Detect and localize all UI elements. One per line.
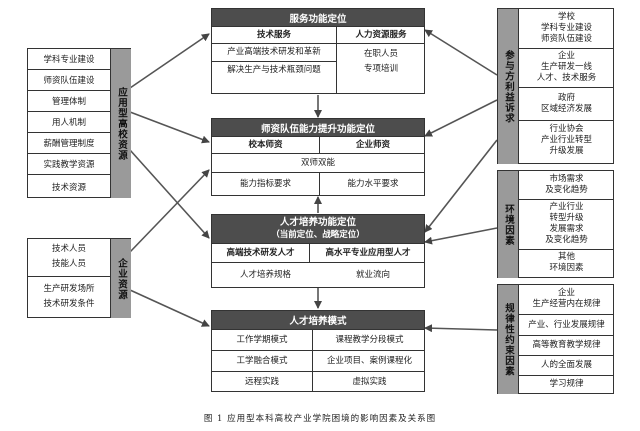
tech-service-title: 技术服务 — [256, 29, 291, 40]
enterprise-resource-item: 生产研发场所 — [43, 283, 95, 294]
talent-pos-title: 人才培养功能定位 — [279, 217, 356, 229]
stakeholder-line: 人才、技术服务 — [536, 73, 597, 84]
arrow-school-service — [129, 33, 210, 89]
teacher-col-school: 校本师资 — [248, 139, 283, 150]
service-title: 服务功能定位 — [212, 9, 424, 26]
stakeholder-line: 升级发展 — [549, 146, 584, 157]
environment-line: 发展需求 — [549, 224, 584, 235]
talent-pos-title-block: 人才培养功能定位 （当前定位、战略定位） — [212, 215, 424, 243]
talent-pos-col-applied: 高水平专业应用型人才 — [325, 247, 411, 258]
regularity-line: 学习规律 — [549, 379, 584, 390]
talent-spec: 人才培养规格 — [239, 270, 291, 281]
mode-cell: 虚拟实践 — [352, 376, 387, 387]
hr-service-title: 人力资源服务 — [355, 29, 407, 40]
teacher-ability-index: 能力指标要求 — [239, 179, 291, 190]
environment-line: 其他 — [557, 252, 575, 263]
school-resources-title: 应用型高校资源 — [110, 49, 131, 198]
regularity-line: 人的全面发展 — [540, 359, 592, 370]
school-resource-item: 管理体制 — [28, 91, 110, 112]
mode-cell: 远程实践 — [244, 376, 279, 387]
stakeholder-line: 行业协会 — [549, 124, 584, 135]
enterprise-resources-list: 技术人员 技能人员 生产研发场所 技术研发条件 — [28, 239, 110, 318]
teacher-col-enterprise: 企业师资 — [355, 139, 390, 150]
environment-title: 环境因素 — [498, 171, 519, 278]
stakeholder-line: 师资队伍建设 — [540, 34, 592, 45]
environment-list: 市场需求 及变化趋势 产业行业 转型升级 发展需求 及变化趋势 其他 环境因素 — [519, 171, 614, 278]
regularity-line: 高等教育教学规律 — [532, 339, 601, 350]
talent-pos-subtitle: （当前定位、战略定位） — [271, 229, 365, 240]
talent-mode-title: 人才培养模式 — [212, 311, 424, 329]
environment-line: 及变化趋势 — [545, 235, 588, 246]
mode-cell: 工作学期模式 — [236, 334, 288, 345]
hr-service-item: 专项培训 — [363, 63, 398, 74]
school-resource-item: 用人机制 — [28, 112, 110, 133]
arrow-env-talentpos — [424, 227, 498, 245]
environment-line: 及变化趋势 — [545, 185, 588, 196]
arrow-school-talentpos — [129, 149, 210, 239]
arrow-stake-teacher — [424, 99, 498, 137]
enterprise-resource-item: 技能人员 — [51, 258, 86, 269]
mode-cell: 工学融合模式 — [236, 355, 288, 366]
enterprise-resources-title: 企业资源 — [110, 239, 131, 318]
regularity-line: 生产经营内在规律 — [532, 299, 601, 310]
arrow-stake-service — [424, 29, 498, 76]
environment-line: 转型升级 — [549, 213, 584, 224]
stakeholder-line: 学科专业建设 — [540, 23, 592, 34]
stakeholder-line: 生产研发一线 — [540, 62, 592, 73]
enterprise-resource-item: 技术人员 — [51, 243, 86, 254]
regularity-list: 企业 生产经营内在规律 产业、行业发展规律 高等教育教学规律 人的全面发展 学习… — [519, 285, 614, 394]
service-positioning-box: 服务功能定位 技术服务 人力资源服务 产业高端技术研发和革新 解决生产与技术瓶颈… — [211, 8, 425, 94]
school-resources-box: 学科专业建设 师资队伍建设 管理体制 用人机制 薪酬管理制度 实践教学资源 技术… — [27, 48, 131, 198]
environment-factors-box: 环境因素 市场需求 及变化趋势 产业行业 转型升级 发展需求 及变化趋势 其他 … — [497, 170, 614, 278]
school-resource-item: 实践教学资源 — [28, 154, 110, 175]
teacher-title: 师资队伍能力提升功能定位 — [212, 119, 424, 136]
environment-line: 环境因素 — [549, 263, 584, 274]
stakeholder-list: 学校 学科专业建设 师资队伍建设 企业 生产研发一线 人才、技术服务 政府 区域… — [519, 9, 614, 164]
figure-caption: 图 1 应用型本科高校产业学院困境的影响因素及关系图 — [203, 414, 437, 424]
stakeholder-line: 学校 — [557, 12, 575, 23]
arrow-enterprise-teacher — [129, 169, 210, 253]
tech-service-item: 产业高端技术研发和革新 — [227, 47, 321, 58]
environment-line: 市场需求 — [549, 174, 584, 185]
teacher-ability-level: 能力水平要求 — [347, 179, 399, 190]
tech-service-item: 解决生产与技术瓶颈问题 — [227, 65, 321, 76]
regularity-line: 企业 — [557, 288, 575, 299]
school-resource-item: 师资队伍建设 — [28, 70, 110, 91]
stakeholder-line: 企业 — [557, 51, 575, 62]
school-resource-item: 技术资源 — [51, 182, 86, 193]
stakeholder-interests-box: 参与方利益诉求 学校 学科专业建设 师资队伍建设 企业 生产研发一线 人才、技术… — [497, 8, 614, 164]
employment-flow: 就业流向 — [355, 270, 390, 281]
stakeholder-title: 参与方利益诉求 — [498, 9, 519, 164]
arrow-stake-talentpos — [424, 139, 498, 233]
arrow-school-teacher — [129, 111, 210, 144]
talent-positioning-box: 人才培养功能定位 （当前定位、战略定位） 高端技术研发人才 高水平专业应用型人才… — [211, 214, 425, 288]
stakeholder-line: 产业行业转型 — [540, 135, 592, 146]
enterprise-resource-item: 技术研发条件 — [43, 298, 95, 309]
enterprise-resources-box: 技术人员 技能人员 生产研发场所 技术研发条件 企业资源 — [27, 238, 131, 318]
environment-line: 产业行业 — [549, 202, 584, 213]
school-resource-item: 薪酬管理制度 — [28, 133, 110, 154]
talent-mode-box: 人才培养模式 工作学期模式 课程教学分段模式 工学融合模式 企业项目、案例课程化… — [211, 310, 425, 392]
regularity-line: 产业、行业发展规律 — [528, 319, 605, 330]
arrow-law-mode — [424, 324, 498, 333]
stakeholder-line: 区域经济发展 — [540, 104, 592, 115]
talent-pos-col-research: 高端技术研发人才 — [226, 247, 295, 258]
school-resource-item: 学科专业建设 — [28, 49, 110, 70]
school-resources-list: 学科专业建设 师资队伍建设 管理体制 用人机制 薪酬管理制度 实践教学资源 技术… — [28, 49, 110, 198]
regularity-title: 规律性约束因素 — [498, 285, 519, 394]
hr-service-item: 在职人员 — [363, 48, 398, 59]
regularity-constraints-box: 规律性约束因素 企业 生产经营内在规律 产业、行业发展规律 高等教育教学规律 人… — [497, 284, 614, 394]
teacher-dual-ability: 双师双能 — [300, 157, 335, 168]
stakeholder-line: 政府 — [557, 93, 575, 104]
mode-cell: 课程教学分段模式 — [335, 334, 404, 345]
arrow-enterprise-mode — [129, 289, 210, 327]
mode-cell: 企业项目、案例课程化 — [326, 355, 412, 366]
teacher-capability-box: 师资队伍能力提升功能定位 校本师资 企业师资 双师双能 能力指标要求 能力水平要… — [211, 118, 425, 196]
